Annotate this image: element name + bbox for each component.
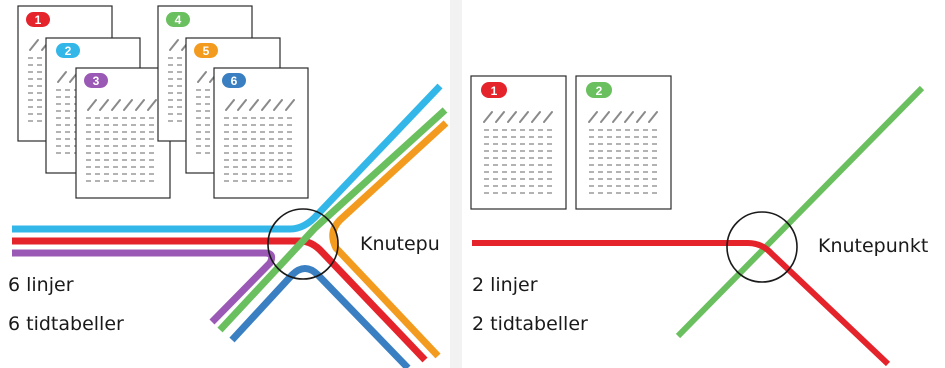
timetables-count-label-left: 6 tidtabeller [8, 313, 124, 335]
svg-text:5: 5 [203, 44, 210, 58]
junction-circle [726, 211, 798, 283]
node-label-left: Knutepu [360, 233, 440, 255]
svg-text:2: 2 [65, 44, 72, 58]
route-line-green [675, 85, 925, 339]
svg-text:2: 2 [596, 84, 603, 98]
badge-line-2: 2 [586, 82, 612, 98]
lines-count-label-left: 6 linjer [8, 274, 74, 296]
lines-count-label-right: 2 linjer [472, 274, 538, 296]
left-panel: 1 2 3 4 5 6 Knutepu 6 linjer 6 tidtabell… [8, 5, 449, 368]
svg-text:6: 6 [231, 74, 238, 88]
timetables-count-label-right: 2 tidtabeller [472, 313, 588, 335]
badge-line-3: 3 [84, 73, 108, 88]
route-line-red [12, 237, 428, 363]
node-label-right: Knutepunkt [818, 235, 928, 257]
badge-line-1: 1 [26, 12, 50, 27]
svg-text:1: 1 [35, 13, 42, 27]
timetable-stack-right [157, 5, 309, 199]
badge-line-6: 6 [222, 73, 246, 88]
route-line-purple [12, 249, 276, 325]
route-line-red [472, 240, 891, 367]
timetable-stack-left [17, 5, 171, 199]
junction-circle [267, 208, 339, 280]
route-lines-right [472, 85, 925, 367]
svg-text:3: 3 [93, 74, 100, 88]
badge-line-4: 4 [166, 12, 190, 27]
timetable-sheet [213, 67, 309, 199]
badge-line-2: 2 [56, 43, 80, 58]
route-line-green [217, 107, 448, 333]
timetable-sheet [470, 75, 567, 210]
badge-line-5: 5 [194, 43, 218, 58]
route-line-orange [329, 120, 449, 359]
route-line-cyan [12, 83, 443, 233]
badge-line-1: 1 [481, 82, 507, 98]
svg-text:4: 4 [175, 13, 182, 27]
panel-divider [450, 0, 462, 368]
right-panel: 1 2 Knutepunkt 2 linjer 2 tidtabeller [470, 75, 928, 367]
svg-text:1: 1 [491, 84, 498, 98]
timetable-sheet [575, 75, 672, 210]
